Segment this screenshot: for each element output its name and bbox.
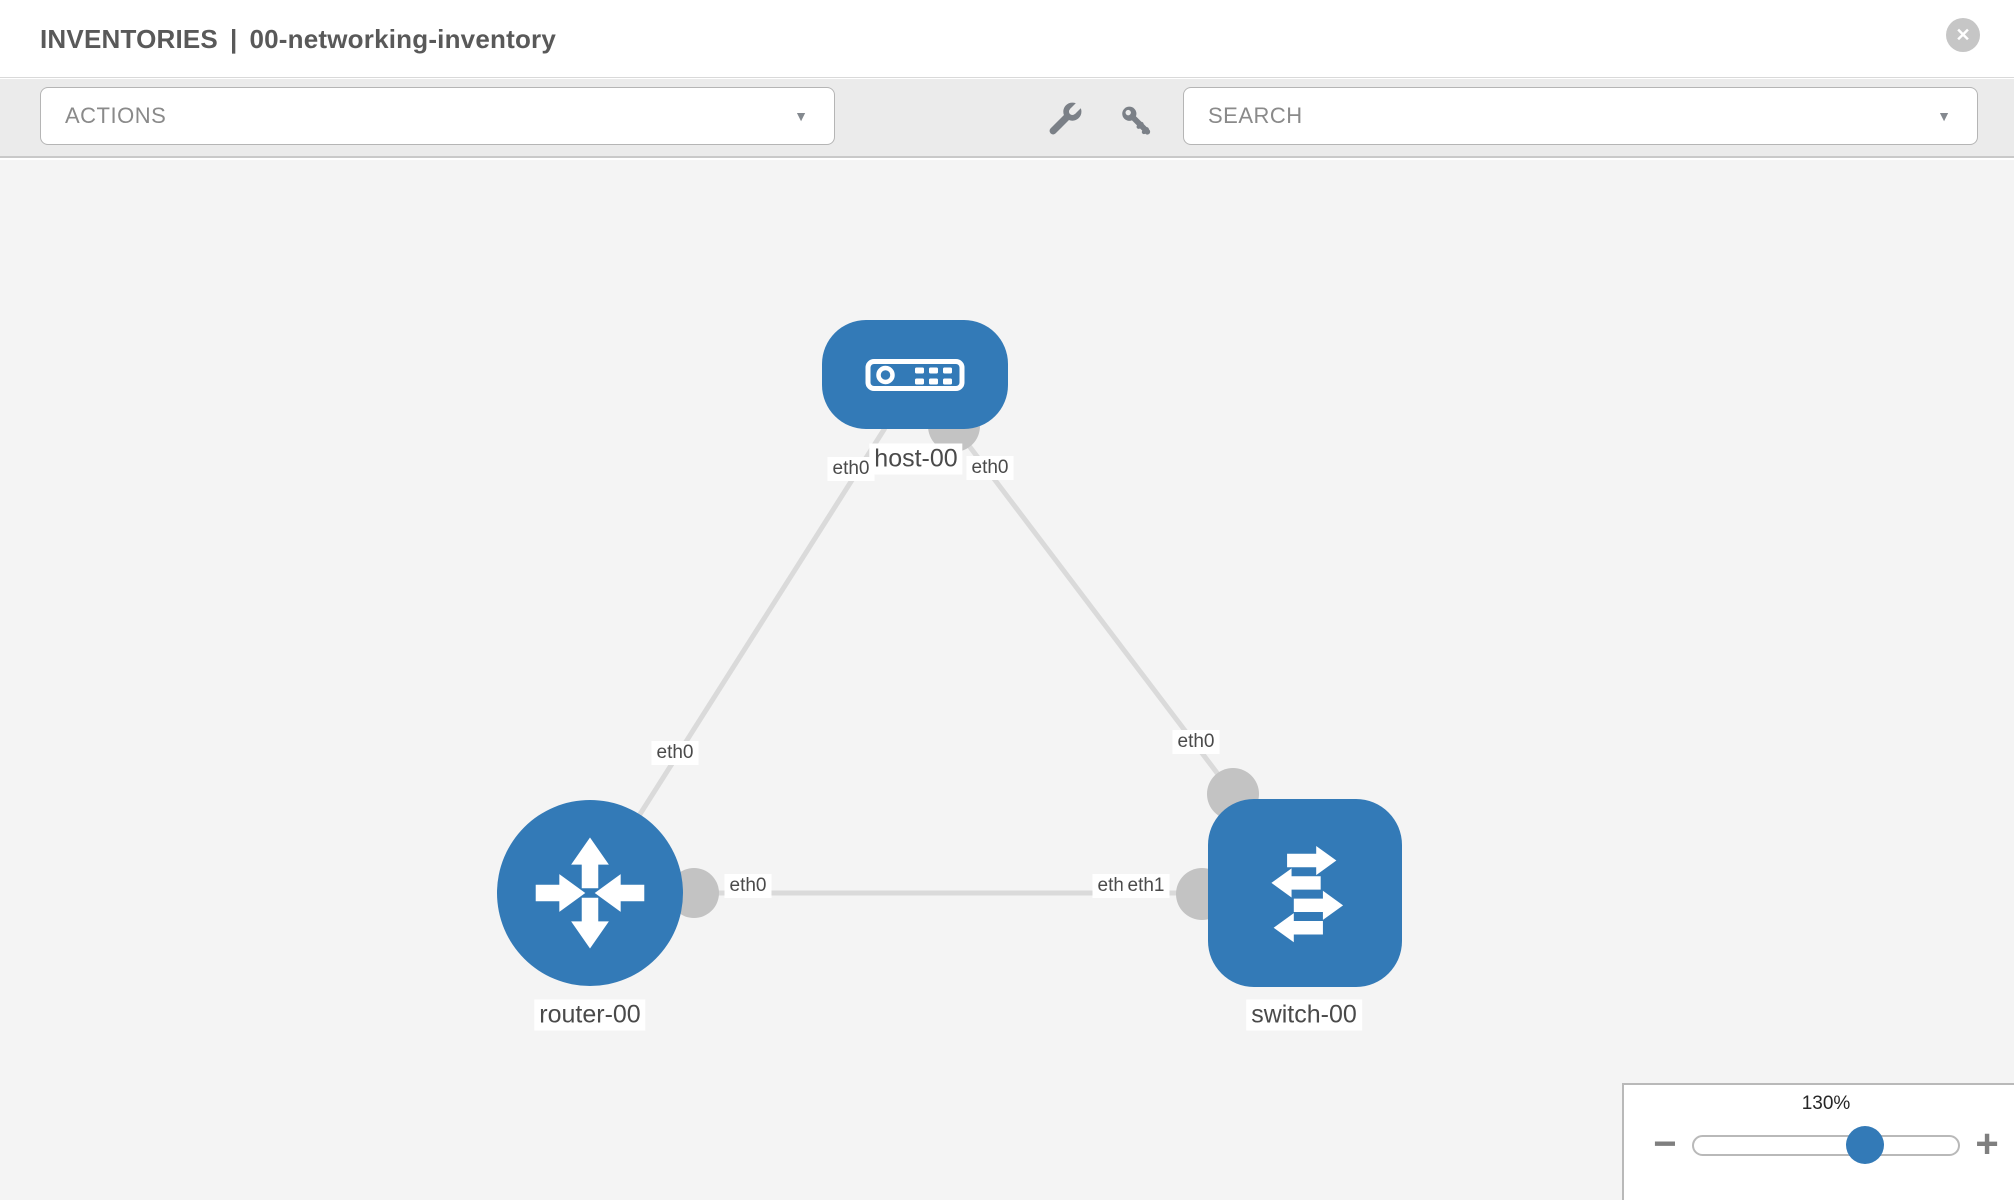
search-placeholder: SEARCH bbox=[1208, 103, 1303, 128]
page-title-separator: | bbox=[229, 23, 238, 54]
close-icon: ✕ bbox=[1955, 24, 1971, 45]
actions-dropdown-label: ACTIONS bbox=[65, 103, 167, 128]
zoom-slider-knob[interactable] bbox=[1846, 1126, 1884, 1164]
plus-icon: + bbox=[1975, 1121, 1999, 1166]
page-title-section: INVENTORIES bbox=[40, 23, 218, 54]
node-switch-00[interactable] bbox=[1208, 799, 1402, 987]
search-dropdown[interactable]: SEARCH ▼ bbox=[1183, 87, 1978, 145]
toolbar: ACTIONS ▼ SEARCH ▼ bbox=[0, 79, 2014, 158]
node-label-router: router-00 bbox=[534, 999, 646, 1031]
if-label-host-eth0-left: eth0 bbox=[827, 457, 875, 481]
key-icon bbox=[1122, 106, 1151, 135]
switch-icon bbox=[1271, 845, 1344, 943]
page-title-inventory-name: 00-networking-inventory bbox=[249, 23, 557, 54]
topology-links-layer bbox=[587, 400, 1305, 920]
if-label-router-eth0-up: eth0 bbox=[651, 741, 699, 765]
node-router-00[interactable] bbox=[497, 800, 683, 986]
host-icon bbox=[865, 358, 965, 391]
node-label-switch: switch-00 bbox=[1246, 999, 1362, 1031]
zoom-slider-track[interactable] bbox=[1692, 1135, 1960, 1156]
wrench-icon bbox=[1049, 102, 1082, 135]
router-icon bbox=[535, 837, 645, 949]
node-label-host: host-00 bbox=[869, 443, 963, 475]
if-label-switch-eth0-up: eth0 bbox=[1172, 730, 1220, 754]
header: INVENTORIES | 00-networking-inventory ✕ bbox=[0, 0, 2014, 78]
credentials-button[interactable] bbox=[1116, 100, 1154, 138]
chevron-down-icon: ▼ bbox=[1937, 108, 1951, 124]
page-title: INVENTORIES | 00-networking-inventory bbox=[40, 0, 556, 78]
zoom-panel: 130% − + bbox=[1622, 1083, 2014, 1200]
configure-button[interactable] bbox=[1046, 100, 1084, 138]
node-host-00[interactable] bbox=[822, 320, 1008, 429]
if-label-host-eth0-right: eth0 bbox=[966, 456, 1014, 480]
actions-dropdown[interactable]: ACTIONS ▼ bbox=[40, 87, 835, 145]
minus-icon: − bbox=[1653, 1121, 1677, 1166]
zoom-level-value: 130% bbox=[1801, 1093, 1851, 1114]
zoom-in-button[interactable]: + bbox=[1968, 1121, 2006, 1167]
close-button[interactable]: ✕ bbox=[1946, 18, 1980, 52]
chevron-down-icon: ▼ bbox=[794, 108, 808, 124]
topology-canvas[interactable]: host-00 router-00 switch-00 eth0 eth0 et… bbox=[0, 160, 2014, 1200]
zoom-out-button[interactable]: − bbox=[1648, 1121, 1682, 1167]
if-label-switch-eth1: eth1 bbox=[1122, 874, 1170, 898]
if-label-router-eth0-side: eth0 bbox=[724, 874, 772, 898]
